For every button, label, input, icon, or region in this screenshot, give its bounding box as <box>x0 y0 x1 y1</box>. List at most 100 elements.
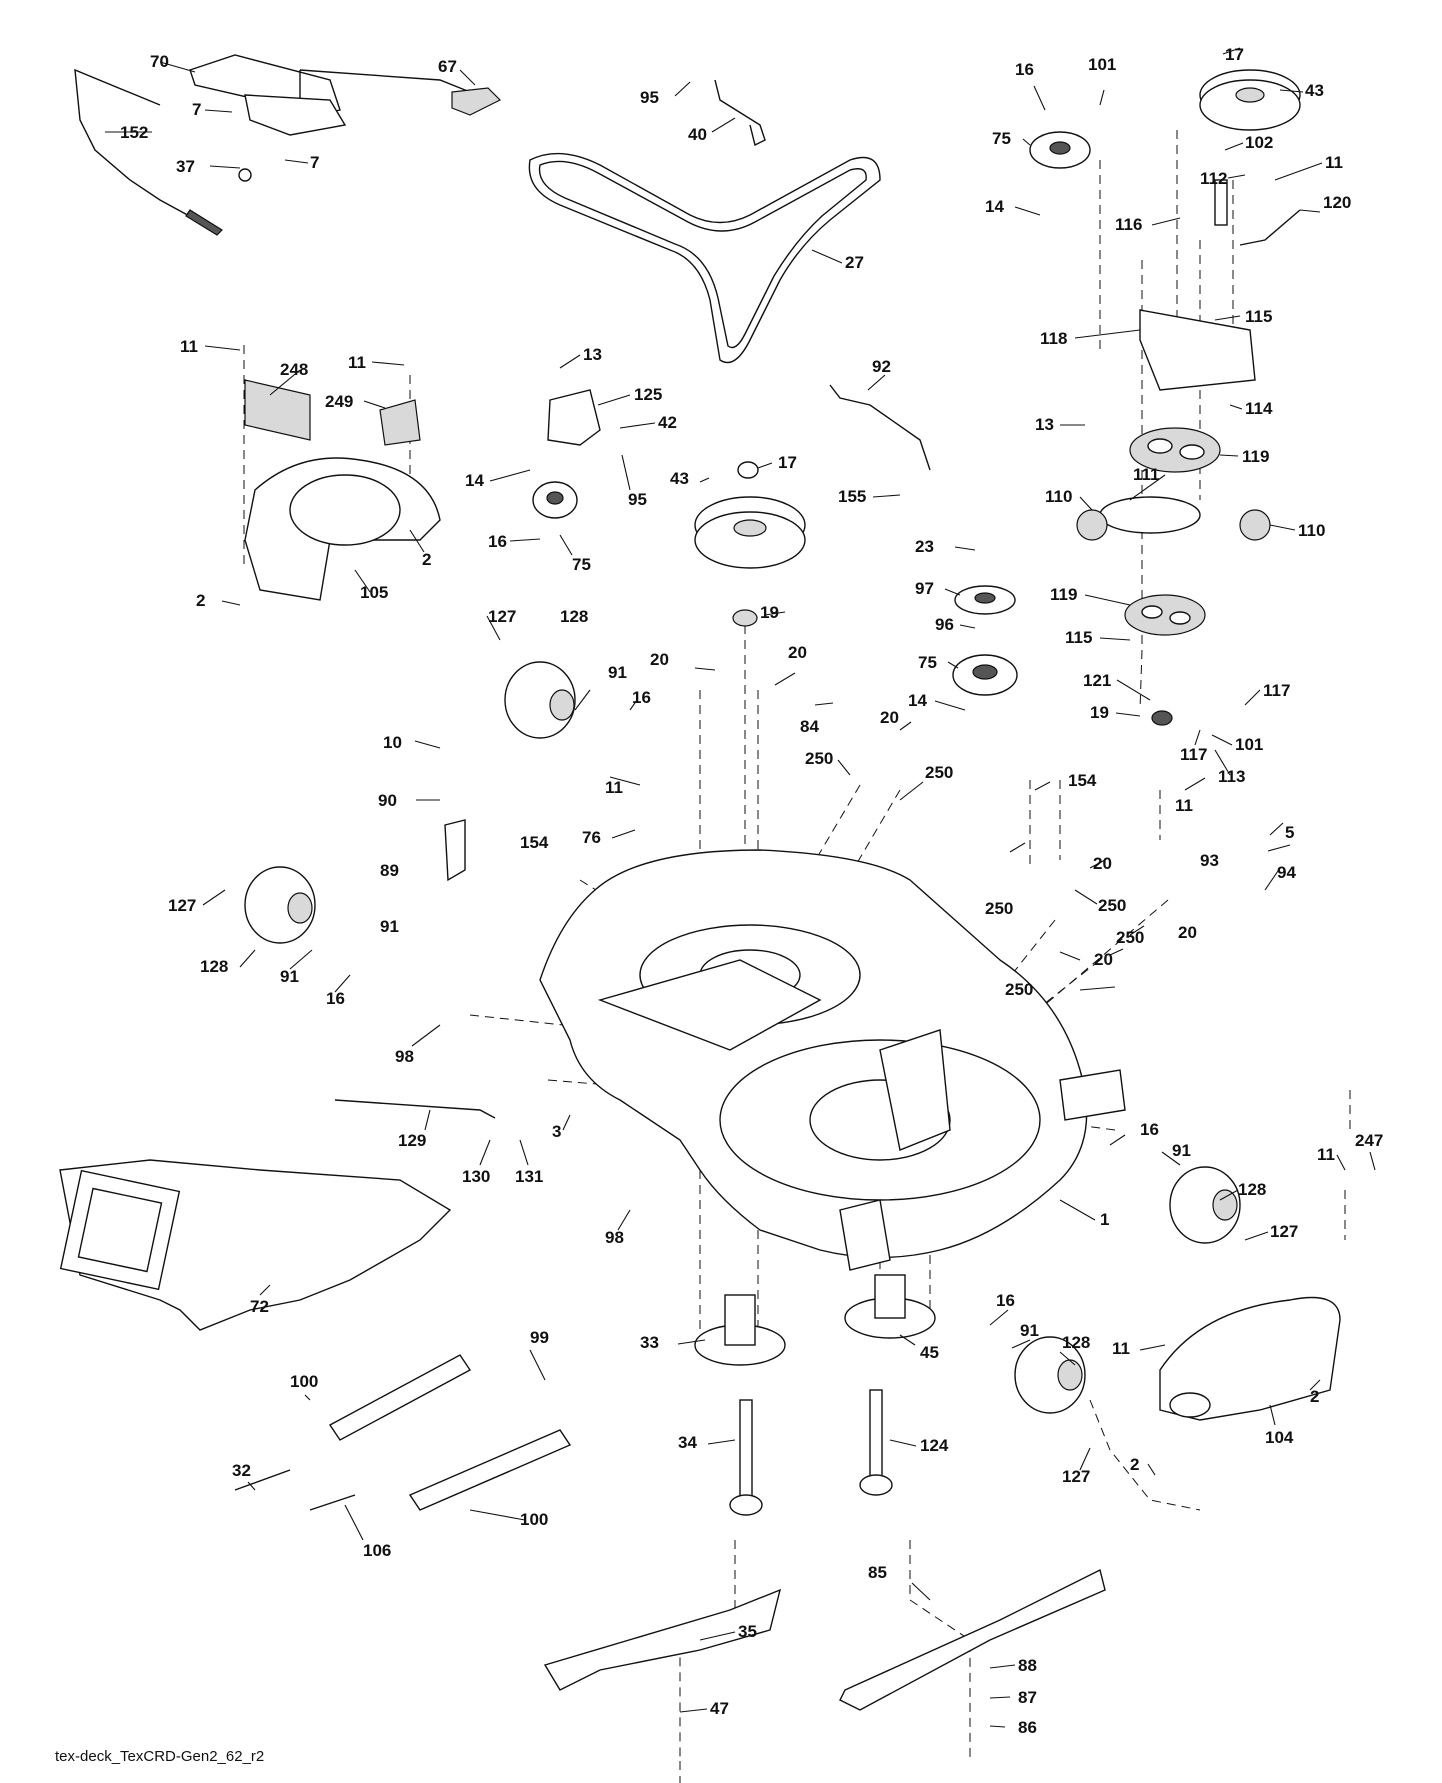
callout: 2 <box>196 591 205 610</box>
callout: 98 <box>395 1047 414 1066</box>
callout: 100 <box>290 1372 318 1391</box>
callout: 1 <box>1100 1210 1109 1229</box>
callout: 102 <box>1245 133 1273 152</box>
callout: 85 <box>868 1563 887 1582</box>
callout: 111 <box>1133 465 1160 484</box>
callout: 27 <box>845 253 864 272</box>
callout: 124 <box>920 1436 949 1455</box>
callout: 89 <box>380 861 399 880</box>
callout: 14 <box>985 197 1004 216</box>
callout: 116 <box>1115 215 1142 234</box>
callout: 127 <box>1062 1467 1090 1486</box>
callout: 72 <box>250 1297 269 1316</box>
callout: 67 <box>438 57 457 76</box>
callout: 97 <box>915 579 934 598</box>
callout: 7 <box>310 153 319 172</box>
callout: 129 <box>398 1131 426 1150</box>
callout: 11 <box>1325 153 1343 172</box>
callout: 33 <box>640 1333 659 1352</box>
callout: 127 <box>1270 1222 1298 1241</box>
callout: 125 <box>634 385 662 404</box>
callout: 250 <box>925 763 953 782</box>
callout: 91 <box>280 967 299 986</box>
callout: 104 <box>1265 1428 1294 1447</box>
callout: 75 <box>918 653 937 672</box>
callout: 154 <box>520 833 549 852</box>
callout: 11 <box>180 337 198 356</box>
callout: 113 <box>1218 767 1245 786</box>
callout: 118 <box>1040 329 1067 348</box>
callout: 13 <box>1035 415 1054 434</box>
callout: 3 <box>552 1122 561 1141</box>
callout: 128 <box>200 957 228 976</box>
callout: 128 <box>1238 1180 1266 1199</box>
callout: 16 <box>996 1291 1015 1310</box>
callout: 14 <box>465 471 484 490</box>
callout: 152 <box>120 123 148 142</box>
callout: 114 <box>1245 399 1273 418</box>
callout: 20 <box>788 643 807 662</box>
callout: 250 <box>1005 980 1033 999</box>
callout: 20 <box>1178 923 1197 942</box>
callout: 7 <box>192 100 201 119</box>
callout: 128 <box>560 607 588 626</box>
callout: 92 <box>872 357 891 376</box>
callout: 75 <box>992 129 1011 148</box>
callout: 250 <box>1098 896 1126 915</box>
callout: 105 <box>360 583 388 602</box>
callout: 2 <box>422 550 431 569</box>
callout: 11 <box>1317 1145 1335 1164</box>
callout: 45 <box>920 1343 939 1362</box>
callout: 14 <box>908 691 927 710</box>
callout: 20 <box>880 708 899 727</box>
callout: 11 <box>1112 1339 1130 1358</box>
callout: 119 <box>1050 585 1077 604</box>
callout: 2 <box>1130 1455 1139 1474</box>
callout: 112 <box>1200 169 1227 188</box>
callout: 250 <box>805 749 833 768</box>
callout: 11 <box>348 353 366 372</box>
callout: 20 <box>1093 854 1112 873</box>
callout: 121 <box>1083 671 1111 690</box>
callout: 43 <box>1305 81 1324 100</box>
callout: 119 <box>1242 447 1269 466</box>
callout: 17 <box>778 453 797 472</box>
callout: 47 <box>710 1699 729 1718</box>
callout: 16 <box>326 989 345 1008</box>
callout: 154 <box>1068 771 1097 790</box>
callout: 42 <box>658 413 677 432</box>
callout: 87 <box>1018 1688 1037 1707</box>
callout: 101 <box>1235 735 1263 754</box>
callout: 11 <box>1175 796 1193 815</box>
callout: 117 <box>1180 745 1207 764</box>
callout: 11 <box>605 778 623 797</box>
callout: 101 <box>1088 55 1116 74</box>
callout: 84 <box>800 717 819 736</box>
callout: 130 <box>462 1167 490 1186</box>
callout: 91 <box>608 663 627 682</box>
callout: 250 <box>1116 928 1144 947</box>
callout: 95 <box>628 490 647 509</box>
callout: 23 <box>915 537 934 556</box>
callout: 19 <box>760 603 779 622</box>
callout: 16 <box>1015 60 1034 79</box>
callout-leaders <box>105 47 1376 1728</box>
callout: 100 <box>520 1510 548 1529</box>
callout: 93 <box>1200 851 1219 870</box>
diagram-caption: tex-deck_TexCRD-Gen2_62_r2 <box>55 1748 265 1765</box>
callout: 98 <box>605 1228 624 1247</box>
callout: 91 <box>380 917 399 936</box>
callout: 17 <box>1225 45 1244 64</box>
callout: 43 <box>670 469 689 488</box>
callout: 75 <box>572 555 591 574</box>
callout-labels: 70 67 7 7 152 37 95 40 27 16 101 17 43 7… <box>120 45 1383 1737</box>
callout: 32 <box>232 1461 251 1480</box>
callout: 88 <box>1018 1656 1037 1675</box>
callout: 131 <box>515 1167 543 1186</box>
callout: 96 <box>935 615 954 634</box>
callout: 16 <box>632 688 651 707</box>
callout: 110 <box>1045 487 1072 506</box>
callout: 127 <box>488 607 516 626</box>
callout: 37 <box>176 157 195 176</box>
callout: 86 <box>1018 1718 1037 1737</box>
